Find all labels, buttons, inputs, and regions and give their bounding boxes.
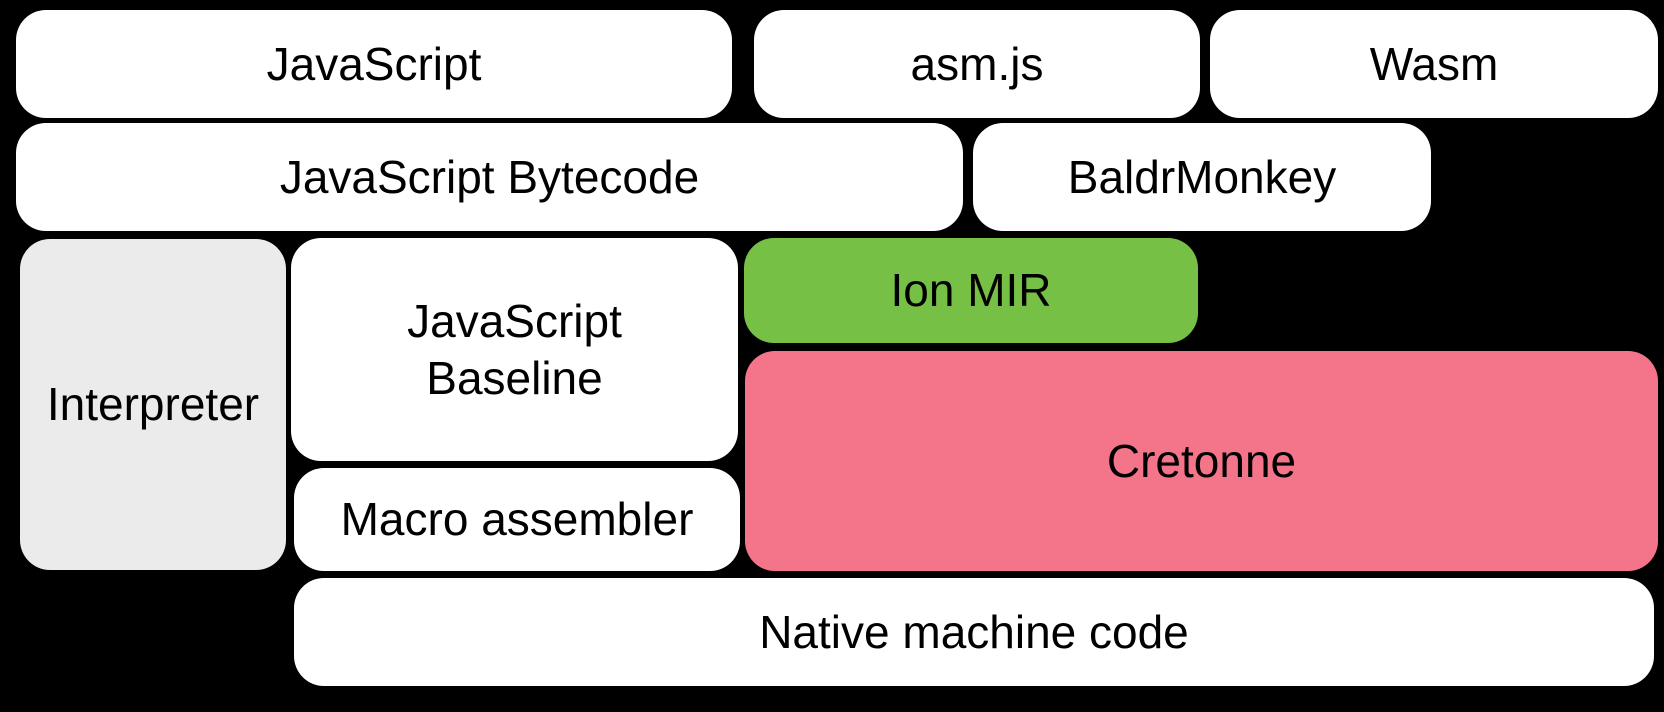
box-macro-assembler: Macro assembler: [294, 468, 740, 571]
box-ion-mir: Ion MIR: [744, 238, 1198, 343]
box-asm-js: asm.js: [754, 10, 1200, 118]
box-baldrmonkey: BaldrMonkey: [973, 123, 1431, 231]
box-javascript-baseline: JavaScript Baseline: [291, 238, 738, 461]
box-javascript-bytecode: JavaScript Bytecode: [16, 123, 963, 231]
box-label-interpreter: Interpreter: [46, 378, 260, 431]
box-label-wasm: Wasm: [1369, 37, 1499, 90]
box-label-native-machine-code: Native machine code: [759, 605, 1189, 658]
box-label-macro-assembler: Macro assembler: [340, 493, 694, 546]
box-label-javascript-bytecode: JavaScript Bytecode: [279, 150, 700, 203]
box-cretonne: Cretonne: [745, 351, 1658, 571]
box-javascript: JavaScript: [16, 10, 732, 118]
box-label-javascript: JavaScript: [266, 37, 482, 90]
box-label-javascript-baseline: JavaScript Baseline: [407, 295, 622, 404]
box-label-ion-mir: Ion MIR: [890, 264, 1052, 317]
box-interpreter: Interpreter: [20, 239, 286, 570]
box-label-asm-js: asm.js: [910, 37, 1044, 90]
box-label-baldrmonkey: BaldrMonkey: [1067, 150, 1337, 203]
box-native-machine-code: Native machine code: [294, 578, 1654, 686]
box-label-cretonne: Cretonne: [1106, 434, 1297, 487]
box-wasm: Wasm: [1210, 10, 1658, 118]
